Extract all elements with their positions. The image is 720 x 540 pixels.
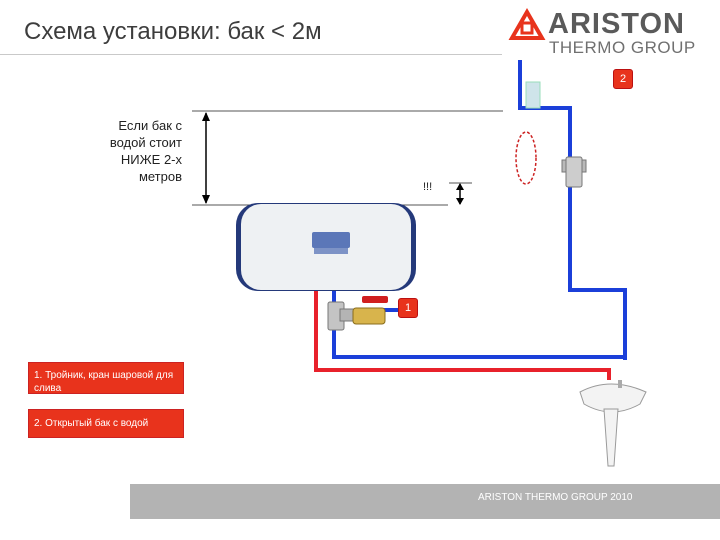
height-note-line: метров [138, 169, 182, 184]
warning-mark: !!! [423, 181, 433, 193]
water-heater-icon [236, 203, 416, 291]
height-dimension [192, 110, 503, 206]
footer-text: ARISTON THERMO GROUP 2010 [478, 492, 633, 503]
open-tank-icon [525, 81, 541, 109]
footer-bar [130, 484, 720, 519]
hot-water-pipe [314, 290, 611, 380]
logo-subtitle: THERMO GROUP [549, 38, 696, 57]
legend-item-2: 2. Открытый бак с водой [28, 409, 184, 438]
badge-drain-valve: 1 [398, 298, 418, 318]
title-divider [0, 54, 502, 55]
ball-valve-icon [352, 296, 388, 325]
logo-mark-icon [508, 7, 546, 40]
height-note-line: Если бак с [118, 118, 182, 133]
legend-item-1: 1. Тройник, кран шаровой для слива [28, 362, 184, 394]
height-note-line: водой стоит [109, 135, 182, 150]
badge-open-tank: 2 [613, 69, 633, 89]
warning-dimension [449, 182, 472, 205]
drain-tee-icon [327, 301, 355, 331]
sink-icon [579, 380, 647, 467]
tee-fitting-icon [561, 156, 587, 188]
logo-wordmark: ARISTON [548, 8, 685, 40]
page-title: Схема установки: бак < 2м [24, 18, 322, 45]
highlight-ellipse [515, 131, 537, 185]
height-note-line: НИЖЕ 2-х [120, 152, 182, 167]
height-note: Если бак с водой стоит НИЖЕ 2-х метров [78, 117, 182, 185]
